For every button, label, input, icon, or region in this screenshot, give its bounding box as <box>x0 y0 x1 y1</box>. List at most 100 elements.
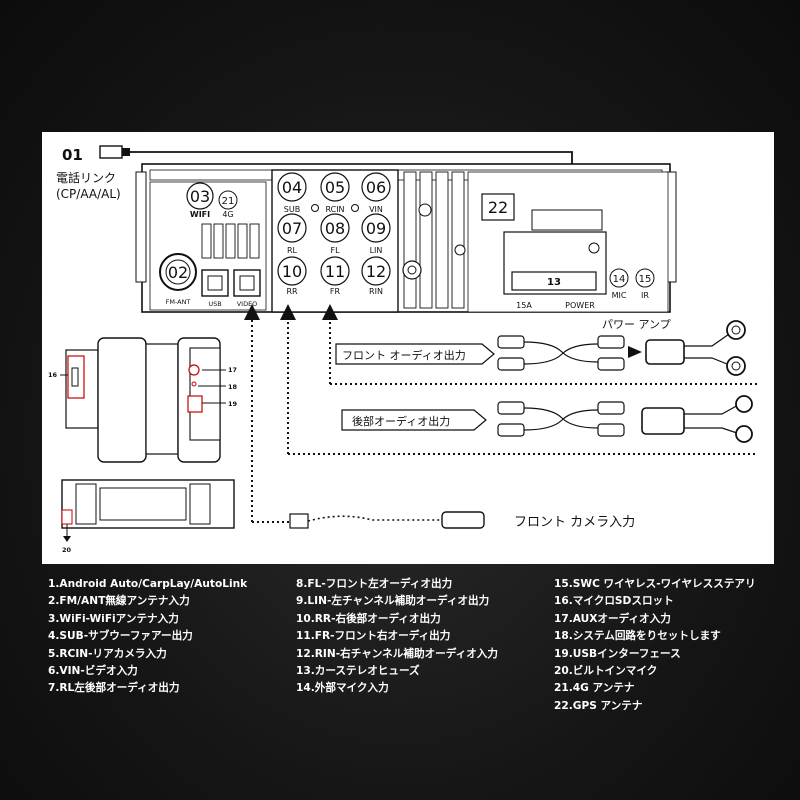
svg-text:WIFI: WIFI <box>190 210 210 219</box>
svg-text:13: 13 <box>547 277 561 288</box>
svg-text:MIC: MIC <box>612 291 627 300</box>
connector-01-sublabel: (CP/AA/AL) <box>56 187 121 201</box>
legend-item: 8.FL-フロント左オーディオ出力 <box>296 578 453 590</box>
svg-text:03: 03 <box>190 187 210 206</box>
svg-text:12: 12 <box>366 262 386 281</box>
svg-text:パワー アンプ: パワー アンプ <box>602 318 671 331</box>
rear-audio-output: 後部オーディオ出力 <box>341 395 753 443</box>
svg-text:SUB: SUB <box>284 205 300 214</box>
svg-text:VIN: VIN <box>369 205 383 214</box>
callout-18: 18 <box>228 383 238 391</box>
callout-16: 16 <box>48 371 58 379</box>
legend-item: 22.GPS アンテナ <box>554 699 643 712</box>
port-wifi: 03 WIFI <box>186 182 214 219</box>
legend-item: 11.FR-フロント右オーディ出力 <box>296 630 451 643</box>
port-fm-ant: 02 FM-ANT <box>159 253 197 306</box>
svg-text:02: 02 <box>168 263 188 282</box>
speaker-icon <box>735 395 753 413</box>
legend-column-1: 1.Android Auto/CarpLay/AutoLink 2.FM/ANT… <box>48 576 247 698</box>
diagram-panel: 01 電話リンク (CP/AA/AL) <box>42 132 774 564</box>
legend-item: 18.システム回路をりセットします <box>554 630 721 643</box>
legend-item: 17.AUXオーディオ入力 <box>554 612 671 625</box>
callout-20: 20 <box>62 546 72 554</box>
legend-column-3: 15.SWC ワイヤレス-ワイヤレスステアリ 16.マイクロSDスロット 17.… <box>554 576 756 715</box>
svg-text:フロント カメラ入力: フロント カメラ入力 <box>514 515 635 530</box>
svg-text:11: 11 <box>325 262 345 281</box>
port-ir: 15 IR <box>635 268 655 300</box>
port-rl: 07 RL <box>277 213 307 255</box>
port-fr: 11 FR <box>320 256 350 296</box>
legend-item: 16.マイクロSDスロット <box>554 595 674 608</box>
svg-text:IR: IR <box>641 291 649 300</box>
port-sub: 04 SUB <box>277 172 307 214</box>
usb-plug-icon <box>99 145 123 159</box>
callout-19: 19 <box>228 400 238 408</box>
legend-item: 19.USBインターフェース <box>554 647 681 660</box>
port-rin: 12 RIN <box>361 256 391 296</box>
svg-text:POWER: POWER <box>565 301 595 310</box>
legend-item: 20.ビルトインマイク <box>554 665 658 678</box>
legend-item: 9.LIN-左チャンネル補助オーディオ出力 <box>296 595 490 608</box>
unit-side-view <box>65 337 221 463</box>
legend-item: 5.RCIN-リアカメラ入力 <box>48 647 167 660</box>
svg-text:06: 06 <box>366 178 386 197</box>
legend-item: 3.WiFi-WiFiアンテナ入力 <box>48 612 179 625</box>
svg-text:09: 09 <box>366 219 386 238</box>
legend-item: 2.FM/ANT無線アンテナ入力 <box>48 595 190 608</box>
front-audio-output: フロント オーディオ出力 <box>335 335 642 371</box>
legend-item: 6.VIN-ビデオ入力 <box>48 665 138 678</box>
svg-text:RL: RL <box>287 246 298 255</box>
port-video: VIDEO <box>233 269 261 308</box>
svg-text:後部オーディオ出力: 後部オーディオ出力 <box>352 414 450 428</box>
port-power: 13 POWER 15A <box>516 277 595 310</box>
svg-text:FR: FR <box>330 287 341 296</box>
legend-item: 1.Android Auto/CarpLay/AutoLink <box>48 578 248 590</box>
svg-text:08: 08 <box>325 219 345 238</box>
speaker-icon <box>735 425 753 443</box>
svg-text:21: 21 <box>222 196 235 207</box>
svg-text:FM-ANT: FM-ANT <box>166 298 191 306</box>
port-fl: 08 FL <box>320 213 350 255</box>
svg-text:LIN: LIN <box>370 246 383 255</box>
svg-text:07: 07 <box>282 219 302 238</box>
svg-text:15A: 15A <box>516 301 532 310</box>
power-amp: パワー アンプ <box>602 318 746 376</box>
legend-column-2: 8.FL-フロント左オーディオ出力 9.LIN-左チャンネル補助オーディオ出力 … <box>296 576 498 698</box>
wiring-diagram: 01 電話リンク (CP/AA/AL) <box>48 145 758 554</box>
svg-text:フロント オーディオ出力: フロント オーディオ出力 <box>342 348 466 362</box>
svg-text:RR: RR <box>286 287 298 296</box>
svg-text:USB: USB <box>208 300 221 308</box>
legend-item: 12.RIN-右チャンネル補助オーディオ入力 <box>296 647 498 660</box>
svg-text:14: 14 <box>613 274 626 285</box>
front-camera-input: フロント カメラ入力 <box>252 511 635 530</box>
svg-text:10: 10 <box>282 262 302 281</box>
legend-item: 10.RR-右後部オーディオ出力 <box>296 612 441 625</box>
svg-text:4G: 4G <box>222 210 233 219</box>
port-usb: USB <box>201 269 229 308</box>
port-4g: 21 4G <box>218 190 238 219</box>
port-vin: 06 VIN <box>361 172 391 214</box>
svg-text:15: 15 <box>639 274 652 285</box>
port-legend: 1.Android Auto/CarpLay/AutoLink 2.FM/ANT… <box>48 576 788 716</box>
port-rr: 10 RR <box>277 256 307 296</box>
svg-text:RIN: RIN <box>369 287 383 296</box>
connector-01-label: 電話リンク <box>56 170 116 185</box>
port-mic: 14 MIC <box>609 268 629 300</box>
port-rcin: 05 RCIN <box>311 172 359 214</box>
callout-17: 17 <box>228 366 237 374</box>
legend-item: 21.4G アンテナ <box>554 682 635 695</box>
svg-text:04: 04 <box>282 178 302 197</box>
connector-01-number: 01 <box>62 146 83 164</box>
legend-item: 4.SUB-サブウーファアー出力 <box>48 630 193 643</box>
legend-item: 13.カーステレオヒューズ <box>296 665 420 678</box>
head-unit-rear <box>135 163 677 313</box>
legend-item: 14.外部マイク入力 <box>296 682 389 695</box>
port-lin: 09 LIN <box>361 213 391 255</box>
port-gps: 22 <box>481 193 515 221</box>
svg-text:05: 05 <box>325 178 345 197</box>
svg-text:22: 22 <box>488 198 508 217</box>
unit-top-view <box>61 479 235 529</box>
svg-text:RCIN: RCIN <box>325 205 344 214</box>
legend-item: 7.RL左後部オーディオ出力 <box>48 682 180 695</box>
svg-text:VIDEO: VIDEO <box>237 300 258 308</box>
